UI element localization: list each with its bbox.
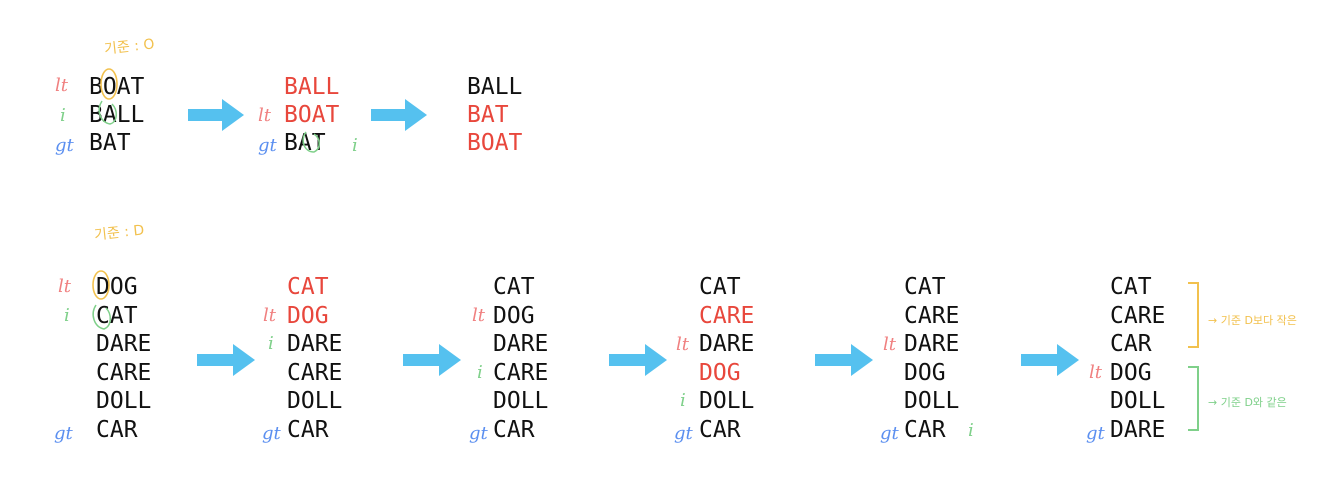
- pointer-lt: lt: [258, 105, 271, 126]
- word-bottom-s5-r3: DOG: [1110, 360, 1152, 386]
- bracket-less-than-icon: [1188, 282, 1199, 348]
- pointer-i: i: [352, 135, 358, 156]
- word-top-s0-r2: BAT: [89, 130, 131, 156]
- word-bottom-s4-r5: CAR: [904, 417, 946, 443]
- bracket-equal-icon: [1188, 366, 1199, 431]
- pointer-gt: gt: [469, 423, 488, 444]
- word-bottom-s4-r1: CARE: [904, 303, 960, 329]
- word-bottom-s0-r0: DOG: [96, 274, 138, 300]
- word-top-s2-r0: BALL: [467, 74, 523, 100]
- word-bottom-s0-r4: DOLL: [96, 388, 152, 414]
- pivot-circle-icon: [92, 270, 110, 300]
- word-bottom-s2-r4: DOLL: [493, 388, 549, 414]
- word-bottom-s5-r1: CARE: [1110, 303, 1166, 329]
- pointer-lt: lt: [883, 334, 896, 355]
- word-bottom-s1-r5: CAR: [287, 417, 329, 443]
- pointer-lt: lt: [1089, 362, 1102, 383]
- pointer-lt: lt: [58, 276, 71, 297]
- word-bottom-s0-r3: CARE: [96, 360, 152, 386]
- pivot-circle-icon: [100, 68, 118, 100]
- step-arrow-right-icon: [403, 344, 461, 376]
- word-bottom-s3-r4: DOLL: [699, 388, 755, 414]
- pointer-lt: lt: [263, 305, 276, 326]
- step-arrow-right-icon: [815, 344, 873, 376]
- pointer-gt: gt: [55, 135, 74, 156]
- word-bottom-s2-r5: CAR: [493, 417, 535, 443]
- word-bottom-s5-r5: DARE: [1110, 417, 1166, 443]
- pointer-i: i: [477, 362, 483, 383]
- word-bottom-s3-r3: DOG: [699, 360, 741, 386]
- word-bottom-s1-r3: CARE: [287, 360, 343, 386]
- word-bottom-s4-r3: DOG: [904, 360, 946, 386]
- step-arrow-right-icon: [188, 99, 244, 131]
- pointer-lt: lt: [55, 75, 68, 96]
- pointer-gt: gt: [1086, 423, 1105, 444]
- word-bottom-s2-r0: CAT: [493, 274, 535, 300]
- word-bottom-s3-r5: CAR: [699, 417, 741, 443]
- word-bottom-s4-r2: DARE: [904, 331, 960, 357]
- step-arrow-right-icon: [197, 344, 255, 376]
- word-bottom-s3-r0: CAT: [699, 274, 741, 300]
- word-bottom-s5-r2: CAR: [1110, 331, 1152, 357]
- compare-mark-icon: [92, 304, 111, 330]
- word-top-s1-r0: BALL: [284, 74, 340, 100]
- word-bottom-s1-r1: DOG: [287, 303, 329, 329]
- word-bottom-s5-r0: CAT: [1110, 274, 1152, 300]
- pointer-i: i: [60, 105, 66, 126]
- word-bottom-s1-r0: CAT: [287, 274, 329, 300]
- word-bottom-s1-r4: DOLL: [287, 388, 343, 414]
- pointer-gt: gt: [262, 423, 281, 444]
- pointer-i: i: [268, 333, 274, 354]
- word-bottom-s0-r1: CAT: [96, 303, 138, 329]
- step-arrow-right-icon: [609, 344, 667, 376]
- word-bottom-s2-r2: DARE: [493, 331, 549, 357]
- pointer-gt: gt: [674, 423, 693, 444]
- note-equal-to-pivot: → 기준 D와 같은: [1208, 396, 1287, 409]
- pointer-i: i: [680, 390, 686, 411]
- pointer-gt: gt: [258, 135, 277, 156]
- word-bottom-s0-r5: CAR: [96, 417, 138, 443]
- word-bottom-s3-r1: CARE: [699, 303, 755, 329]
- word-bottom-s3-r2: DARE: [699, 331, 755, 357]
- pointer-i: i: [64, 305, 70, 326]
- word-bottom-s4-r4: DOLL: [904, 388, 960, 414]
- pointer-gt: gt: [54, 423, 73, 444]
- step-arrow-right-icon: [1021, 344, 1079, 376]
- word-bottom-s1-r2: DARE: [287, 331, 343, 357]
- word-bottom-s0-r2: DARE: [96, 331, 152, 357]
- word-bottom-s2-r3: CARE: [493, 360, 549, 386]
- word-bottom-s2-r1: DOG: [493, 303, 535, 329]
- word-top-s2-r1: BAT: [467, 102, 509, 128]
- word-bottom-s5-r4: DOLL: [1110, 388, 1166, 414]
- step-arrow-right-icon: [371, 99, 427, 131]
- pointer-lt: lt: [472, 305, 485, 326]
- pointer-gt: gt: [880, 423, 899, 444]
- pointer-lt: lt: [676, 334, 689, 355]
- word-top-s1-r1: BOAT: [284, 102, 340, 128]
- compare-mark-icon: [302, 131, 320, 153]
- word-bottom-s4-r0: CAT: [904, 274, 946, 300]
- word-top-s2-r2: BOAT: [467, 130, 523, 156]
- note-less-than-pivot: → 기준 D보다 작은: [1208, 314, 1297, 327]
- pointer-i: i: [968, 420, 974, 441]
- compare-mark-icon: [98, 100, 117, 125]
